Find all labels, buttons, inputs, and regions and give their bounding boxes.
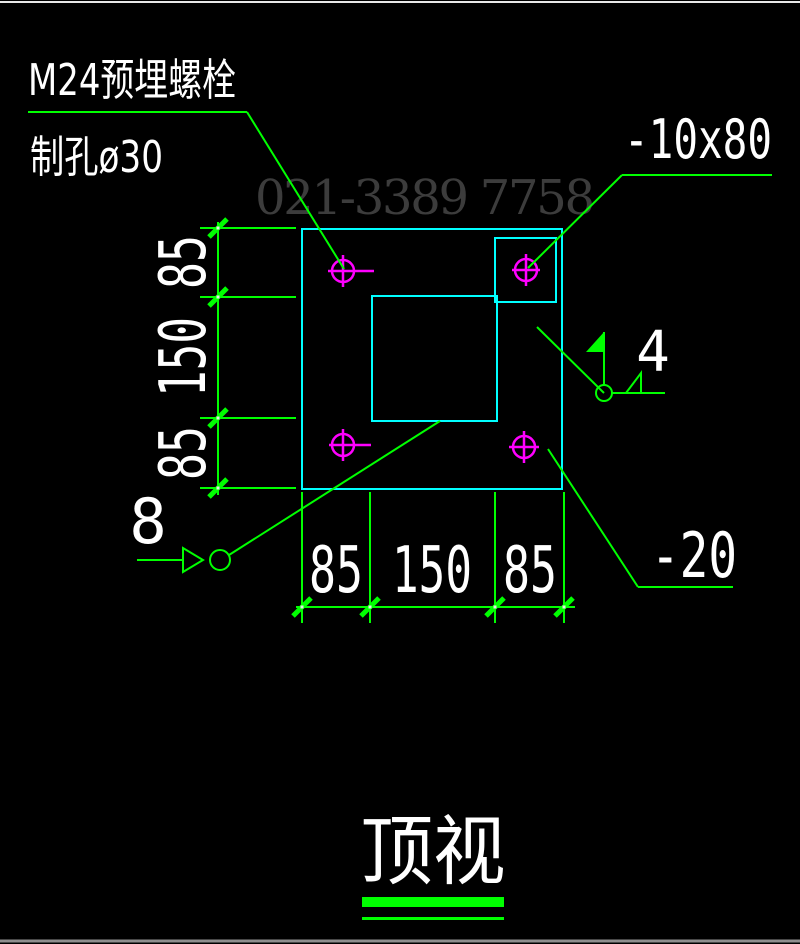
stiffener-callout-text: -10x80 (624, 108, 772, 171)
base-plate-outline (301, 228, 563, 490)
stiffener-plate-outline (494, 237, 557, 303)
grip-dot (216, 226, 220, 230)
view-title-text: 顶视 (361, 807, 506, 896)
dimension-bottom: 85 150 85 (291, 492, 575, 623)
dim-bottom-value-3: 85 (503, 534, 557, 608)
grip-dot (300, 605, 304, 609)
anchor-bolt-callout-line1: M24预埋螺栓 (28, 55, 236, 106)
dim-left-value-3: 85 (147, 426, 221, 480)
fillet-weld-triangle-icon (625, 370, 642, 394)
grip-dot (216, 486, 220, 490)
dim-bottom-value-1: 85 (309, 534, 363, 608)
weld-symbol-right: 4 (536, 320, 670, 402)
dim-left-value-1: 85 (147, 235, 221, 289)
anchor-bolt-top-left (328, 255, 374, 287)
grip-dot (562, 605, 566, 609)
dimension-left: 85 150 85 (147, 217, 296, 499)
title-underline-thick (362, 897, 504, 907)
callout-leader-line (246, 111, 345, 270)
grip-dot (493, 605, 497, 609)
anchor-bolt-bottom-left (329, 429, 371, 461)
base-plate-callout-text: -20 (651, 519, 737, 592)
grip-dot (216, 295, 220, 299)
grip-dot (216, 416, 220, 420)
weld-size-left-text: 8 (129, 485, 166, 558)
dim-bottom-value-2: 150 (392, 534, 472, 608)
callout-leader-line (527, 174, 623, 269)
anchor-bolt-callout-line2: 制孔ø30 (30, 132, 163, 183)
anchor-bolt-callout: M24预埋螺栓 制孔ø30 (28, 55, 345, 270)
stiffener-callout: -10x80 (527, 108, 772, 269)
anchor-bolts (328, 254, 540, 463)
watermark-phone-text: 021-3389 7758 (255, 170, 595, 226)
view-title: 顶视 (361, 807, 506, 920)
weld-size-right-text: 4 (636, 320, 670, 385)
weld-symbol-left: 8 (129, 420, 441, 574)
weld-leader-line (536, 326, 605, 394)
dim-left-value-2: 150 (147, 317, 221, 397)
title-underline-thin (362, 917, 504, 920)
weld-arrowhead-icon (182, 546, 205, 574)
weld-all-around-circle-icon (209, 549, 231, 571)
weld-leader-line (228, 420, 441, 556)
base-plate-callout: -20 (547, 448, 737, 592)
column-section-outline (371, 295, 498, 422)
grip-dot (368, 605, 372, 609)
anchor-bolt-bottom-right (509, 431, 539, 463)
anchor-bolt-top-right (512, 254, 540, 286)
plate-geometry (301, 228, 563, 490)
field-weld-flag-icon (586, 332, 604, 352)
callout-leader-line (547, 448, 639, 588)
